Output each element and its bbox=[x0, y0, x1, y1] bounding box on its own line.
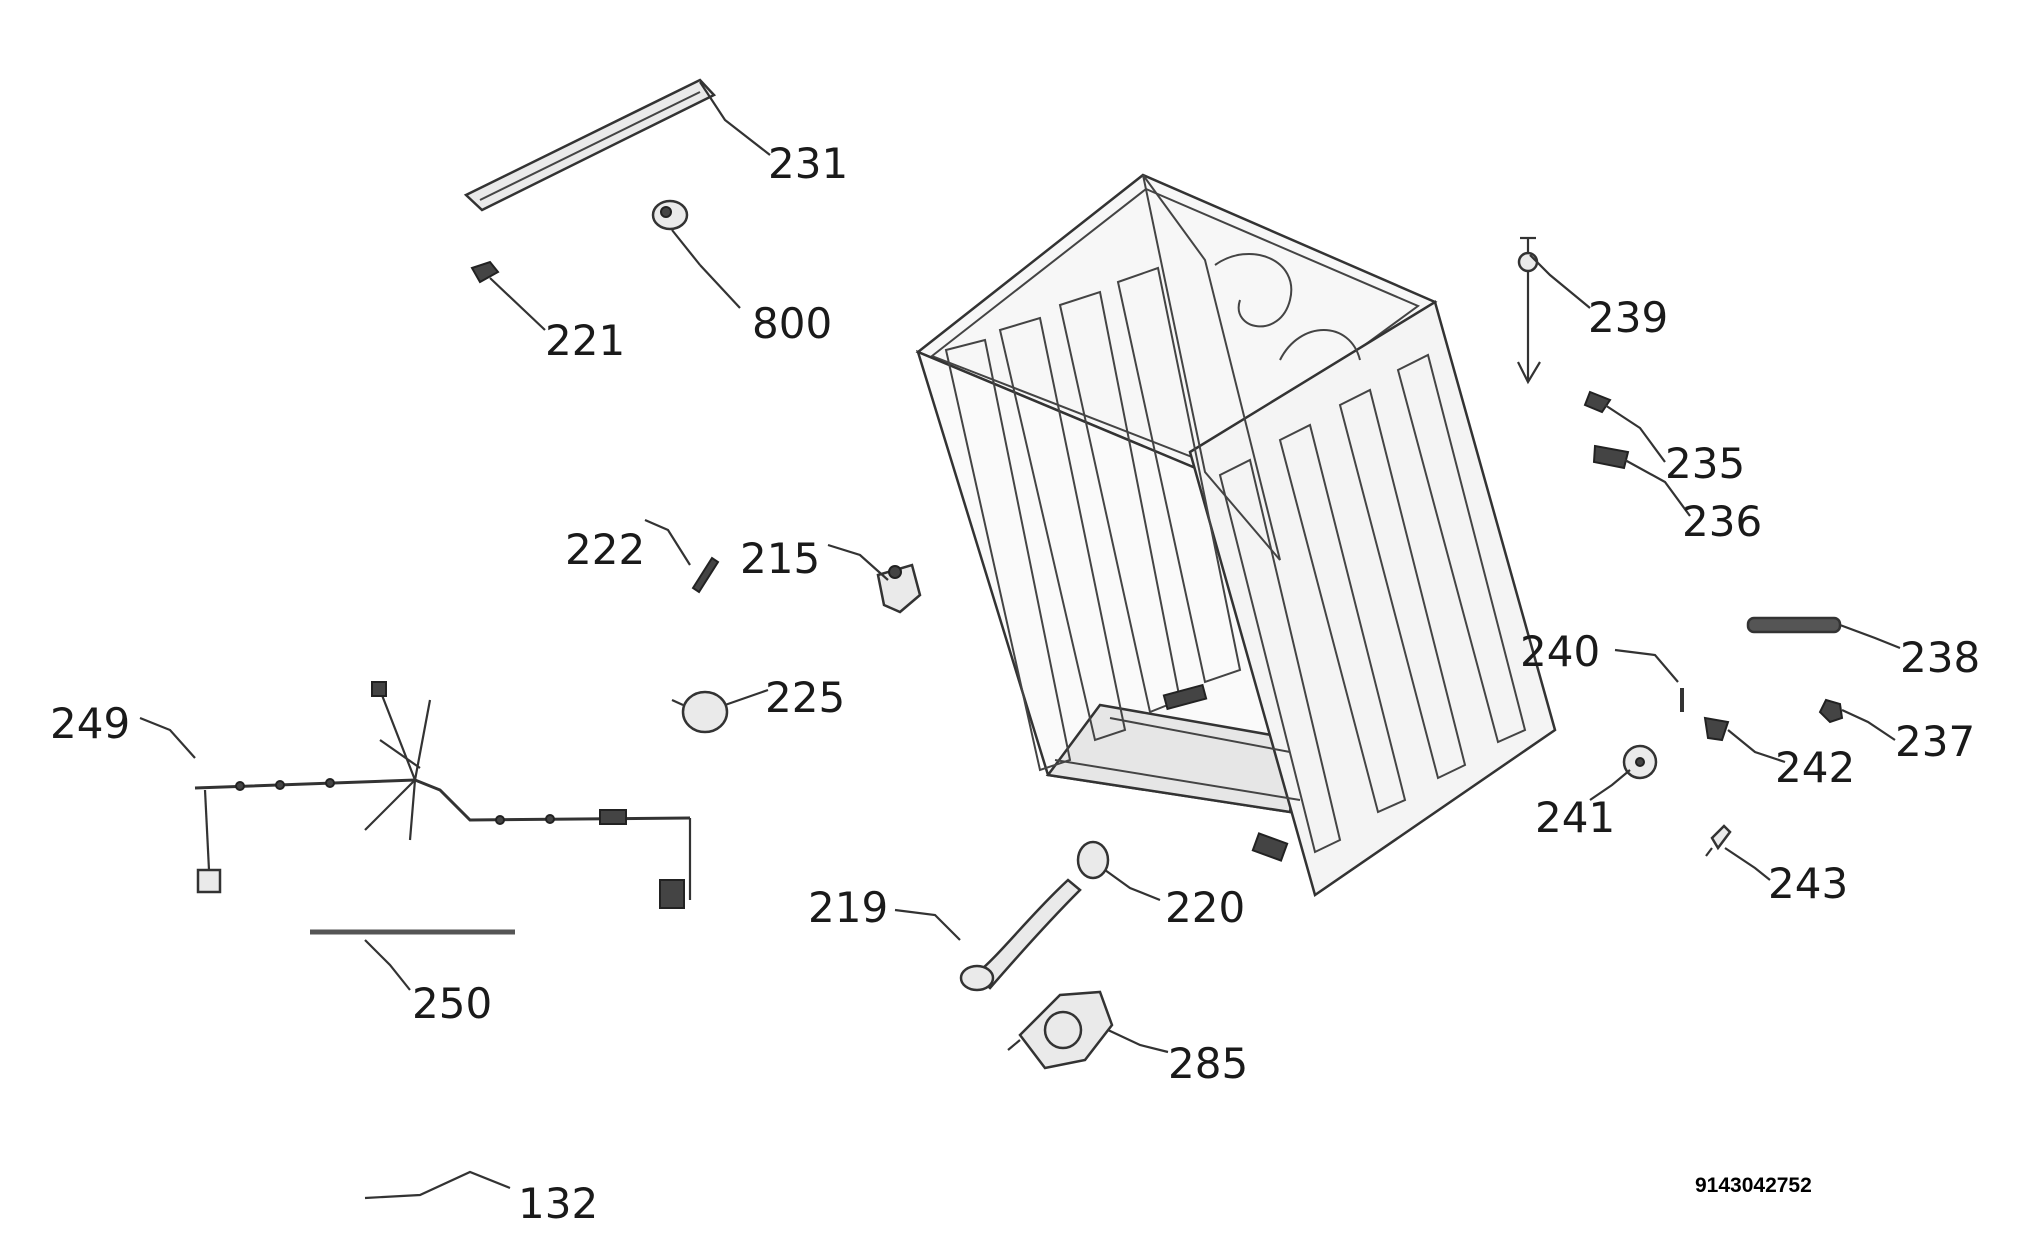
label-243: 243 bbox=[1768, 859, 1848, 908]
part-285-drain-pump bbox=[1007, 990, 1114, 1070]
right-panel-ribs bbox=[1218, 353, 1527, 854]
label-236: 236 bbox=[1682, 497, 1762, 546]
part-215-door-lock bbox=[876, 563, 922, 614]
label-237: 237 bbox=[1895, 717, 1975, 766]
label-285: 285 bbox=[1168, 1039, 1248, 1088]
label-250: 250 bbox=[412, 979, 492, 1028]
part-238-strip bbox=[1746, 616, 1842, 634]
label-235: 235 bbox=[1665, 439, 1745, 488]
part-235-cable-clip bbox=[1583, 390, 1612, 414]
part-220-clamp bbox=[1076, 840, 1110, 880]
part-237-nut bbox=[1818, 698, 1844, 724]
part-243-screw bbox=[1705, 824, 1732, 857]
label-215: 215 bbox=[740, 534, 820, 583]
part-231-top-rail bbox=[463, 78, 717, 212]
leader-lines bbox=[139, 81, 1901, 1200]
part-225-pressure-switch bbox=[671, 690, 729, 734]
part-241-washer bbox=[1622, 744, 1658, 780]
label-221: 221 bbox=[545, 316, 625, 365]
part-239-power-cord bbox=[1517, 236, 1541, 385]
part-219-drain-hose bbox=[959, 878, 1082, 992]
part-222-spring bbox=[691, 556, 720, 594]
label-249: 249 bbox=[50, 699, 130, 748]
label-225: 225 bbox=[765, 673, 845, 722]
document-code: 9143042752 bbox=[1695, 1174, 1812, 1197]
part-221-clip bbox=[470, 260, 500, 284]
cabinet-body bbox=[915, 173, 1557, 898]
label-240: 240 bbox=[1520, 627, 1600, 676]
part-labels: 231 221 800 239 235 236 222 215 225 240 … bbox=[50, 139, 1980, 1228]
label-220: 220 bbox=[1165, 883, 1245, 932]
label-800: 800 bbox=[752, 299, 832, 348]
part-236-cable-clip bbox=[1592, 444, 1630, 470]
label-231: 231 bbox=[768, 139, 848, 188]
label-219: 219 bbox=[808, 883, 888, 932]
label-239: 239 bbox=[1588, 293, 1668, 342]
label-222: 222 bbox=[565, 525, 645, 574]
part-249-wiring-harness bbox=[194, 681, 692, 909]
part-800-connector bbox=[651, 199, 701, 266]
label-242: 242 bbox=[1775, 743, 1855, 792]
label-238: 238 bbox=[1900, 633, 1980, 682]
label-241: 241 bbox=[1535, 793, 1615, 842]
label-132: 132 bbox=[518, 1179, 598, 1228]
part-242-bracket bbox=[1703, 716, 1730, 742]
